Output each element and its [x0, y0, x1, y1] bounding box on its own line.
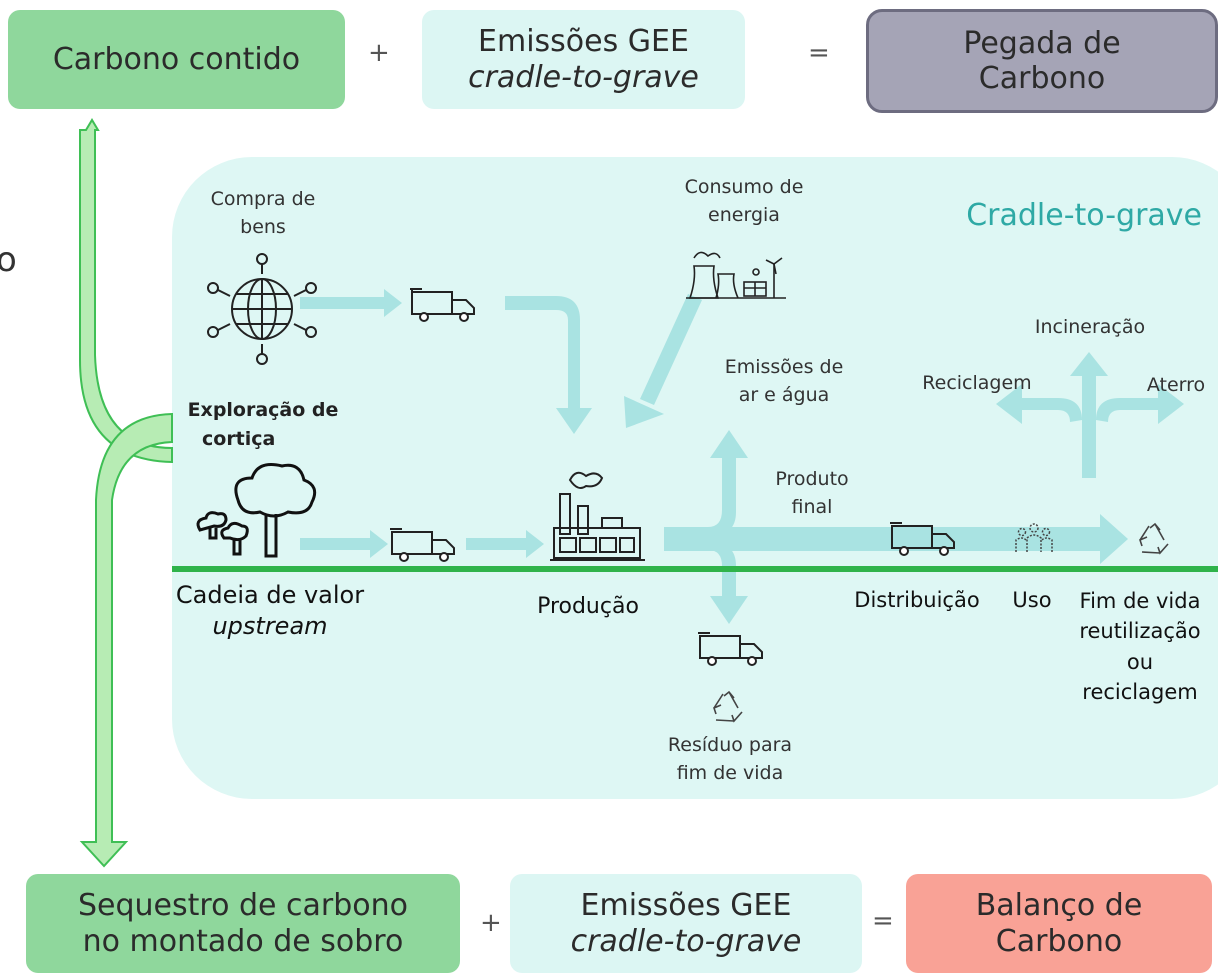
energia-line1: Consumo de [684, 176, 804, 198]
emissoes-line2: ar e água [738, 383, 830, 406]
pegada-carbono-line2: Carbono [978, 61, 1106, 96]
balanco-line1: Balanço de [975, 888, 1143, 924]
power-plant-icon [686, 251, 786, 299]
recycle-icon-fim [1139, 522, 1169, 555]
truck-icon-residuo [698, 632, 763, 666]
fim-line3: ou [1126, 649, 1154, 674]
emissoes-line1: Emissões de [724, 356, 844, 378]
cadeia-valor-label: Cadeia de valor upstream [150, 580, 390, 642]
residuo-line1: Resíduo para [667, 734, 793, 756]
globe-network-icon [207, 253, 317, 365]
factory-icon [550, 471, 645, 561]
reciclagem-label: Reciclagem [922, 372, 1032, 394]
recycle-icon-residuo [713, 690, 743, 723]
emissoes-gee-bottom-box: Emissões GEE cradle-to-grave [510, 874, 862, 973]
residuo-fim-vida-label: Resíduo para fim de vida [650, 732, 810, 787]
sequestro-line1: Sequestro de carbono [78, 888, 408, 924]
distribuicao-label: Distribuição [854, 588, 980, 612]
emissoes-gee-top-line2: cradle-to-grave [468, 59, 699, 95]
plus-sign-bottom: + [480, 908, 502, 938]
sequestro-line2: no montado de sobro [82, 923, 404, 959]
uso-label: Uso [1012, 588, 1052, 612]
fim-line4: reciclagem [1082, 680, 1198, 705]
pegada-carbono-box: Pegada de Carbono [866, 9, 1218, 113]
produto-final-label: Produto final [750, 466, 874, 521]
emissoes-gee-bottom-line1: Emissões GEE [580, 888, 792, 924]
carbon-double-arrow [79, 118, 173, 868]
fim-de-vida-label: Fim de vida reutilização ou reciclagem [1058, 586, 1218, 708]
emissoes-gee-top-box: Emissões GEE cradle-to-grave [422, 10, 745, 109]
balanco-carbono-box: Balanço de Carbono [906, 874, 1212, 973]
flow-lines [300, 289, 1184, 624]
balanco-line2: Carbono [995, 923, 1123, 959]
compra-line1: Compra de [210, 188, 316, 210]
produto-line1: Produto [775, 468, 849, 490]
cork-tree-icon [196, 463, 317, 558]
pegada-carbono-line1: Pegada de [963, 25, 1121, 61]
residuo-line2: fim de vida [676, 761, 784, 784]
compra-de-bens-label: Compra de bens [188, 186, 338, 241]
emissoes-ar-agua-label: Emissões de ar e água [700, 354, 868, 409]
exploracao-line1: Exploração de [187, 399, 339, 421]
equals-sign-bottom: = [872, 906, 894, 936]
producao-label: Produção [537, 594, 639, 619]
consumo-energia-label: Consumo de energia [664, 174, 824, 229]
sequestro-carbono-box: Sequestro de carbono no montado de sobro [26, 874, 460, 973]
aterro-label: Aterro [1146, 374, 1206, 396]
exploracao-cortica-label: Exploração de cortiça [178, 396, 348, 455]
panel-title: Cradle-to-grave [966, 198, 1202, 233]
incineracao-label: Incineração [1034, 316, 1146, 338]
fim-line1: Fim de vida [1079, 589, 1201, 613]
exploracao-line2: cortiça [202, 428, 276, 451]
cadeia-line1: Cadeia de valor [175, 581, 365, 609]
carbono-contido-label: Carbono contido [52, 41, 301, 77]
carbono-contido-box: Carbono contido [8, 10, 345, 109]
emissoes-gee-top-line1: Emissões GEE [478, 24, 689, 60]
truck-icon-compra [410, 288, 475, 322]
stray-char: o [0, 240, 17, 280]
value-chain-baseline [172, 566, 1218, 572]
people-icon [1015, 523, 1053, 552]
produto-line2: final [791, 495, 833, 518]
truck-icon-cortica [390, 528, 455, 562]
cadeia-line2: upstream [212, 612, 328, 641]
energia-line2: energia [708, 203, 780, 226]
emissoes-gee-bottom-line2: cradle-to-grave [570, 923, 802, 959]
compra-line2: bens [240, 215, 286, 238]
equals-sign-top: = [808, 38, 830, 68]
fim-line2: reutilização [1079, 619, 1201, 644]
cradle-to-grave-panel [172, 157, 1218, 799]
plus-sign-top: + [368, 38, 390, 68]
truck-icon-distribuicao [890, 522, 955, 556]
